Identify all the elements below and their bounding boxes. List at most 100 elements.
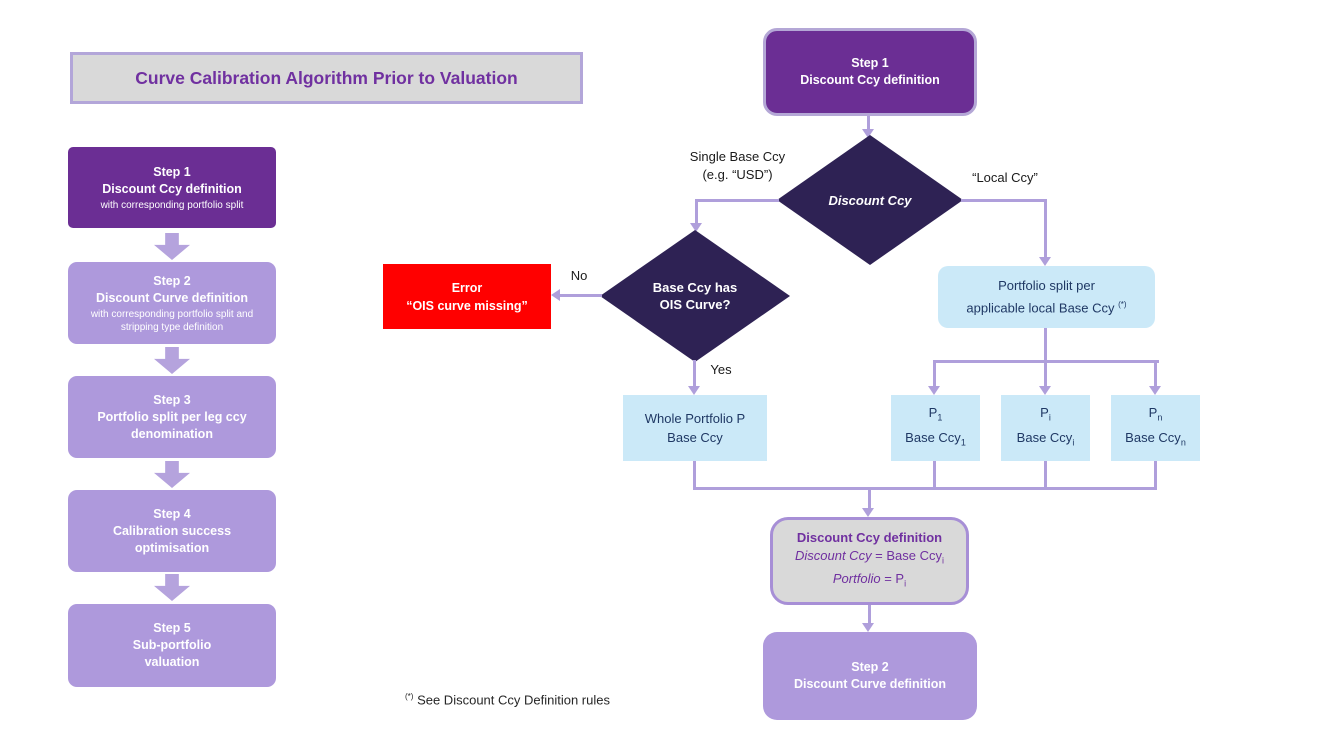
flow-step2-name: Discount Curve definition bbox=[793, 677, 947, 691]
branch-left-line1: Single Base Ccy bbox=[689, 149, 786, 164]
error-message: “OIS curve missing” bbox=[406, 298, 528, 313]
flow-step2-box: Step 2 Discount Curve definition bbox=[763, 632, 977, 720]
step-label: Step 2 bbox=[153, 273, 191, 288]
arrowhead-down-icon bbox=[688, 386, 700, 395]
arrowhead-down-icon bbox=[862, 129, 874, 138]
branch-left-line2: (e.g. “USD”) bbox=[702, 167, 773, 182]
pi-ccy-subscript: i bbox=[1072, 437, 1075, 448]
pn-subscript: n bbox=[1157, 413, 1163, 423]
decision-line1: Base Ccy has bbox=[652, 280, 738, 295]
connector-line bbox=[1154, 360, 1157, 387]
connector-line bbox=[868, 605, 871, 625]
pn-ccy-subscript: n bbox=[1180, 437, 1186, 448]
arrowhead-down-icon bbox=[1039, 257, 1051, 266]
pn-ccy: Base Ccy bbox=[1125, 430, 1181, 445]
connector-line bbox=[1154, 461, 1157, 490]
down-arrow-icon bbox=[154, 461, 190, 488]
step-name: Discount Ccy definition bbox=[102, 181, 242, 196]
step-label: Step 5 bbox=[153, 621, 191, 635]
connector-line bbox=[695, 199, 698, 225]
connector-line bbox=[867, 116, 870, 130]
down-arrow-icon bbox=[154, 347, 190, 374]
flow-step2-label: Step 2 bbox=[851, 660, 889, 674]
pi-line2: Base Ccyi bbox=[1017, 428, 1075, 453]
definition-sub-i2: i bbox=[904, 578, 907, 589]
diagram-title-box: Curve Calibration Algorithm Prior to Val… bbox=[70, 52, 583, 104]
p1-subscript: 1 bbox=[937, 413, 943, 423]
arrowhead-down-icon bbox=[862, 623, 874, 632]
left-step-3-box: Step 3 Portfolio split per leg ccy denom… bbox=[68, 376, 276, 458]
whole-portfolio-box: Whole Portfolio P Base Ccy bbox=[623, 395, 767, 461]
connector-line bbox=[693, 461, 696, 490]
definition-eq-p: = P bbox=[880, 571, 905, 586]
error-box: Error “OIS curve missing” bbox=[383, 264, 551, 329]
left-step-1-box: Step 1 Discount Ccy definition with corr… bbox=[68, 147, 276, 228]
p1-symbol: P bbox=[928, 405, 938, 421]
decision-discount-ccy: Discount Ccy bbox=[777, 135, 963, 265]
arrowhead-down-icon bbox=[928, 386, 940, 395]
step-name: Discount Curve definition bbox=[95, 290, 249, 305]
flow-step1-label: Step 1 bbox=[851, 56, 889, 70]
footnote-marker: (*) bbox=[1118, 300, 1127, 310]
p1-ccy: Base Ccy bbox=[905, 430, 961, 445]
step-name: Portfolio split per leg ccy denomination bbox=[97, 409, 247, 441]
whole-portfolio-line2: Base Ccy bbox=[667, 430, 723, 445]
down-arrow-icon bbox=[154, 574, 190, 601]
pn-line2: Base Ccyn bbox=[1125, 428, 1186, 453]
pi-line1: Pi bbox=[1040, 403, 1051, 428]
yes-label: Yes bbox=[710, 362, 732, 377]
definition-sub-i: i bbox=[942, 556, 945, 566]
pn-line1: Pn bbox=[1149, 403, 1163, 428]
pn-symbol: P bbox=[1148, 405, 1158, 421]
error-title: Error bbox=[451, 280, 483, 295]
portfolio-split-box: Portfolio split per applicable local Bas… bbox=[938, 266, 1155, 328]
step-name-line2: valuation bbox=[144, 655, 200, 669]
step-name: Sub-portfolio bbox=[132, 638, 212, 652]
portfolio-split-line2-text: applicable local Base Ccy bbox=[966, 300, 1119, 316]
footnote-marker: (*) bbox=[405, 692, 414, 701]
definition-title: Discount Ccy definition bbox=[796, 530, 943, 546]
connector-line bbox=[693, 360, 696, 387]
connector-line bbox=[1044, 461, 1047, 490]
connector-line bbox=[1044, 328, 1047, 363]
pi-symbol: P bbox=[1040, 405, 1049, 421]
definition-line3: Portfolio = Pi bbox=[833, 570, 906, 593]
portfolio-p1-box: P1 Base Ccy1 bbox=[891, 395, 980, 461]
connector-line bbox=[559, 294, 602, 297]
decision-line2: OIS Curve? bbox=[659, 297, 731, 312]
connector-line bbox=[868, 487, 871, 510]
left-step-5-box: Step 5 Sub-portfolio valuation bbox=[68, 604, 276, 687]
down-arrow-icon bbox=[154, 233, 190, 260]
definition-var-portfolio: Portfolio bbox=[832, 571, 881, 586]
connector-line bbox=[697, 199, 779, 202]
pi-ccy: Base Ccy bbox=[1016, 430, 1073, 445]
arrowhead-down-icon bbox=[690, 223, 702, 232]
footnote-text: See Discount Ccy Definition rules bbox=[413, 692, 610, 708]
left-step-2-box: Step 2 Discount Curve definition with co… bbox=[68, 262, 276, 344]
connector-line bbox=[693, 487, 1157, 490]
connector-line bbox=[933, 461, 936, 490]
definition-eq-base-ccy: = Base Ccy bbox=[871, 548, 943, 564]
step-label: Step 3 bbox=[153, 392, 191, 407]
step-detail: with corresponding portfolio split bbox=[100, 199, 244, 211]
p1-ccy-subscript: 1 bbox=[960, 437, 966, 448]
flow-step1-box: Step 1 Discount Ccy definition bbox=[763, 28, 977, 116]
p1-line1: P1 bbox=[929, 403, 943, 428]
step-label: Step 4 bbox=[153, 506, 191, 521]
footnote: (*) See Discount Ccy Definition rules bbox=[405, 692, 610, 707]
step-name: Calibration success optimisation bbox=[112, 523, 232, 555]
connector-line bbox=[933, 360, 936, 387]
branch-right-label: “Local Ccy” bbox=[972, 170, 1038, 185]
step-detail: with corresponding portfolio split and s… bbox=[90, 308, 254, 333]
discount-ccy-definition-box: Discount Ccy definition Discount Ccy = B… bbox=[770, 517, 969, 605]
branch-left-label: Single Base Ccy (e.g. “USD”) bbox=[675, 148, 800, 184]
whole-portfolio-line1: Whole Portfolio P bbox=[644, 411, 746, 426]
arrowhead-down-icon bbox=[1039, 386, 1051, 395]
portfolio-pn-box: Pn Base Ccyn bbox=[1111, 395, 1200, 461]
step-label: Step 1 bbox=[153, 164, 191, 179]
no-label: No bbox=[570, 268, 588, 283]
arrowhead-down-icon bbox=[862, 508, 874, 517]
portfolio-split-line1: Portfolio split per bbox=[998, 278, 1095, 294]
decision-label: Discount Ccy bbox=[828, 192, 912, 208]
